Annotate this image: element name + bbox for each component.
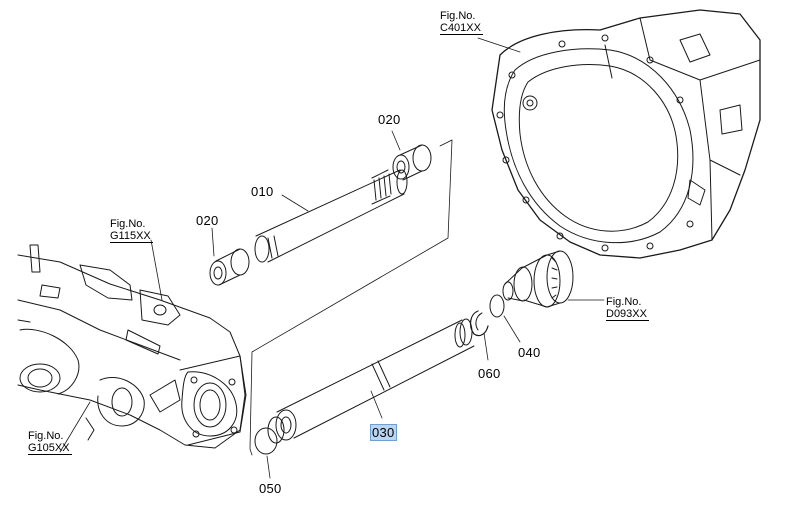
circlip-060	[469, 310, 489, 337]
bushing-020-lower	[209, 248, 250, 286]
fig-ref-d093-code: D093XX	[606, 308, 649, 321]
bushing-020-upper	[392, 144, 432, 181]
part-label-040[interactable]: 040	[518, 345, 541, 360]
gear-sleeve-assembly	[502, 250, 574, 308]
fig-ref-g115-code: G115XX	[110, 230, 153, 243]
leader-lines	[59, 37, 605, 479]
part-label-020-upper[interactable]: 020	[378, 112, 401, 127]
fig-ref-c401-label: Fig.No.	[440, 10, 476, 22]
transmission-housing	[491, 9, 761, 259]
o-ring-040	[489, 294, 505, 318]
fig-ref-c401-code: C401XX	[440, 22, 483, 35]
part-label-010[interactable]: 010	[251, 184, 274, 199]
part-label-020-lower[interactable]: 020	[196, 213, 219, 228]
fig-ref-d093[interactable]: Fig.No. D093XX	[606, 296, 649, 321]
fig-ref-g115-label: Fig.No.	[110, 218, 146, 230]
o-ring-050	[254, 427, 278, 455]
fig-ref-g105-code: G105XX	[28, 442, 72, 455]
part-label-050[interactable]: 050	[259, 481, 282, 496]
fig-ref-g105[interactable]: Fig.No. G105XX	[28, 430, 72, 455]
fig-ref-d093-label: Fig.No.	[606, 296, 642, 308]
fig-ref-c401[interactable]: Fig.No. C401XX	[440, 10, 483, 35]
fig-ref-g115[interactable]: Fig.No. G115XX	[110, 218, 153, 243]
part-label-030-highlight: 030	[370, 424, 397, 441]
tube-030	[267, 318, 475, 444]
axle-housing	[17, 244, 247, 449]
part-label-030[interactable]: 030	[370, 424, 397, 441]
fig-ref-g105-label: Fig.No.	[28, 430, 64, 442]
assembly-bracket-lines	[249, 139, 453, 456]
shaft-010	[254, 169, 408, 263]
part-label-060[interactable]: 060	[478, 366, 501, 381]
